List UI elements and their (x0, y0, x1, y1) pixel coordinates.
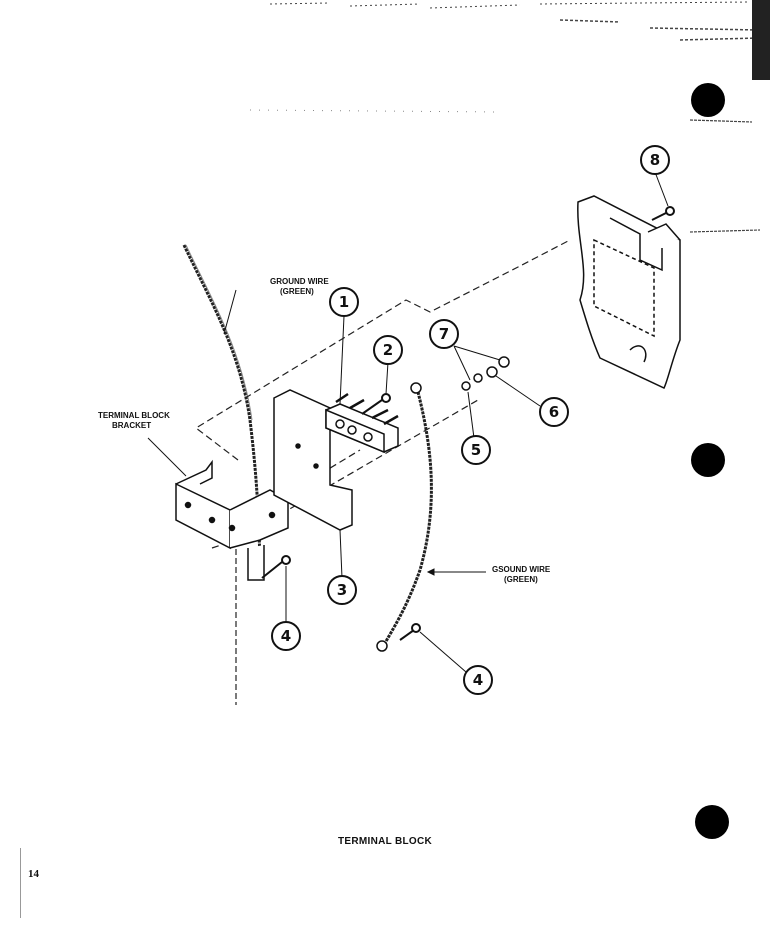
scan-edge-line (20, 848, 21, 918)
ground-wire-label-bottom-line2: (GREEN) (504, 575, 538, 584)
diagram-caption: TERMINAL BLOCK (338, 836, 433, 847)
page-number: 14 (28, 868, 39, 880)
scan-noise-top (249, 1, 761, 233)
callout-1-number: 1 (339, 293, 349, 311)
screw-part-4-right (399, 623, 421, 641)
callout-3-number: 3 (337, 581, 347, 599)
callout-4-left-number: 4 (281, 627, 291, 645)
cabinet-wall (577, 195, 681, 389)
callout-1: 1 (329, 287, 359, 317)
callout-2: 2 (373, 335, 403, 365)
callout-5: 5 (461, 435, 491, 465)
screw-part-8 (651, 206, 675, 221)
mounting-plate (273, 389, 353, 531)
callout-4-right-number: 4 (473, 671, 483, 689)
binder-hole-top (691, 83, 725, 117)
callout-4-right: 4 (463, 665, 493, 695)
ground-wire-label-top-line2: (GREEN) (280, 287, 314, 296)
leader-lines (147, 171, 669, 673)
callout-5-number: 5 (471, 441, 481, 459)
terminal-block-bracket (175, 459, 289, 581)
callout-3: 3 (327, 575, 357, 605)
callout-6: 6 (539, 397, 569, 427)
callout-7-number: 7 (439, 325, 449, 343)
callout-8: 8 (640, 145, 670, 175)
screw-part-4-left (261, 555, 291, 579)
nuts-and-washers (461, 356, 510, 391)
ground-wire-arrow (426, 568, 486, 576)
callout-8-number: 8 (650, 151, 660, 169)
binder-hole-bottom (695, 805, 729, 839)
ground-wire-label-bottom-line1: GSOUND WIRE (492, 565, 551, 574)
callout-2-number: 2 (383, 341, 393, 359)
ground-wire-label-top-line1: GROUND WIRE (270, 277, 329, 286)
binder-hole-middle (691, 443, 725, 477)
terminal-block-bracket-label-line2: BRACKET (112, 421, 151, 430)
callout-4-left: 4 (271, 621, 301, 651)
terminal-block-bracket-label-line1: TERMINAL BLOCK (98, 411, 170, 420)
callout-7: 7 (429, 319, 459, 349)
callout-6-number: 6 (549, 403, 559, 421)
ground-wire-short (376, 382, 433, 652)
scan-edge-dark (752, 0, 770, 80)
